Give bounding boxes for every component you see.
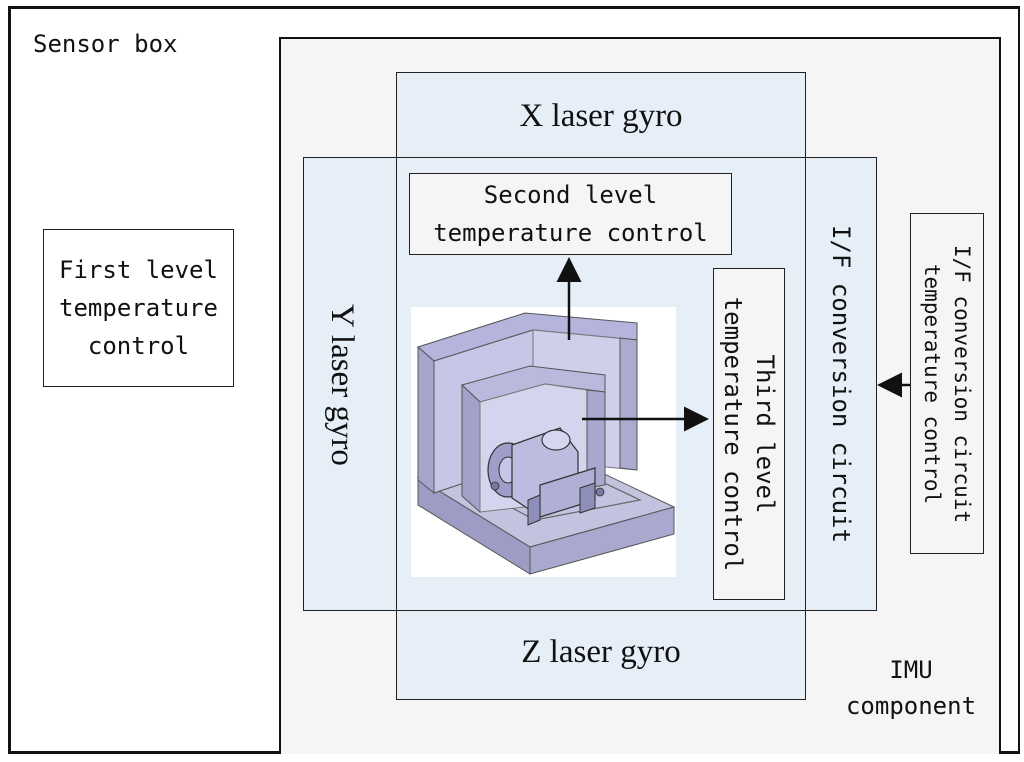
third-level-temperature-control-box: [713, 268, 785, 600]
x-laser-gyro-label: X laser gyro: [519, 97, 683, 134]
second-level-temperature-control-box: Second level temperature control: [409, 173, 732, 255]
sensor-box-label: Sensor box: [33, 30, 178, 58]
first-level-temperature-control-box: First level temperature control: [43, 229, 234, 387]
if-temperature-control-box: [910, 213, 984, 554]
imu-component-label: IMU component: [845, 656, 977, 720]
z-laser-gyro-label: Z laser gyro: [521, 633, 681, 670]
if-conversion-circuit-box: [805, 157, 877, 611]
gyro-unit: [487, 427, 605, 526]
